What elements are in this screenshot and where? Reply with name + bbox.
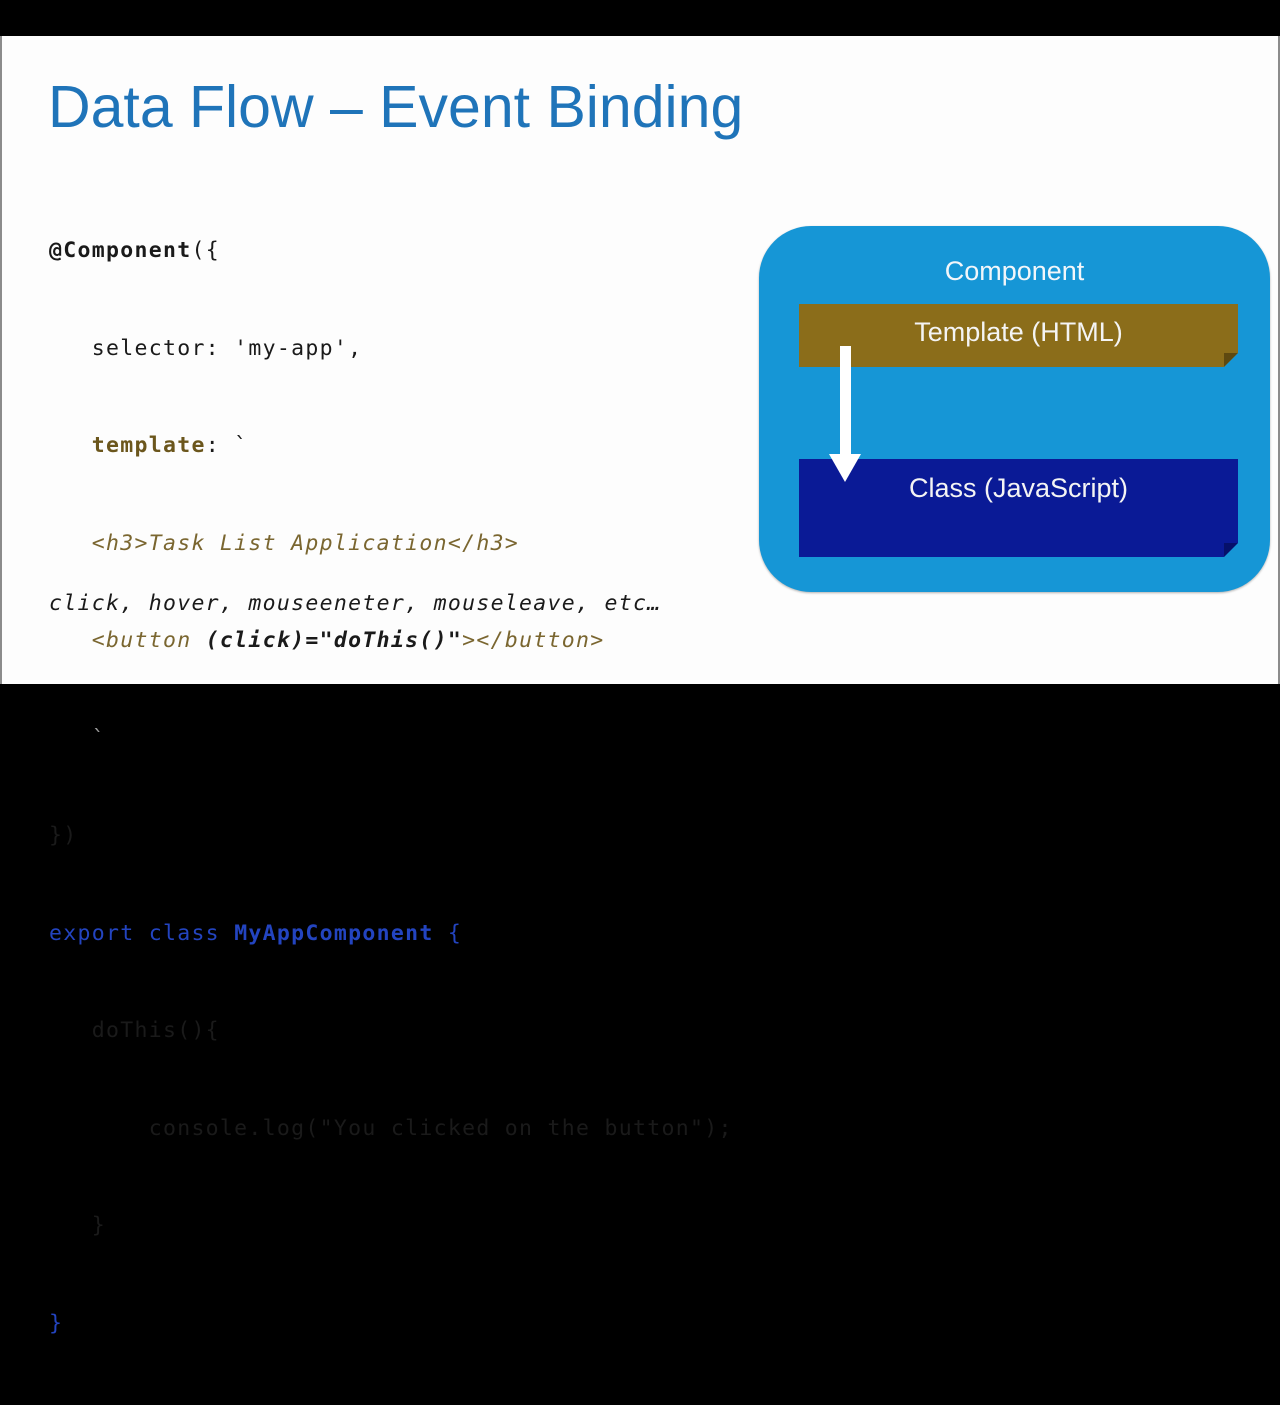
code-line-12: } [49, 1310, 64, 1336]
button-close-tag: ></button> [462, 628, 605, 653]
slide-title: Data Flow – Event Binding [48, 74, 744, 140]
template-label: Template (HTML) [914, 317, 1123, 347]
folded-corner [1224, 543, 1238, 557]
class-label: Class (JavaScript) [908, 473, 1129, 503]
events-note: click, hover, mouseeneter, mouseleave, e… [49, 591, 662, 616]
code-line-1: @Component({ [49, 235, 733, 268]
component-label: Component [944, 256, 1085, 286]
indent [49, 628, 92, 653]
button-open-tag: <button [91, 628, 206, 653]
code-line-5: <button (click)="doThis()"></button> [49, 625, 733, 658]
class-name: MyAppComponent [234, 920, 434, 946]
code-line-6: ` [49, 725, 106, 751]
indent [49, 433, 92, 458]
code-line-4: <h3>Task List Application</h3> [49, 530, 520, 556]
folded-corner [1224, 353, 1238, 367]
code-line-8: export class MyAppComponent { [49, 918, 733, 951]
slide: Data Flow – Event Binding @Component({ s… [0, 36, 1280, 1336]
code-line-7: }) [49, 823, 78, 848]
code-text: { [433, 920, 463, 946]
code-line-9: doThis(){ [49, 1018, 220, 1043]
template-key: template [91, 433, 206, 458]
code-line-10: console.log("You clicked on the button")… [49, 1115, 733, 1141]
code-line-3: template: ` [49, 430, 733, 463]
export-keyword: export class [49, 920, 235, 946]
code-block: @Component({ selector: 'my-app', templat… [49, 170, 733, 1405]
component-diagram: Component Template (HTML) Class (JavaScr… [759, 226, 1270, 592]
code-text: ({ [191, 238, 220, 263]
arrow-head-icon [829, 454, 861, 482]
template-box: Template (HTML) [799, 304, 1238, 367]
class-box: Class (JavaScript) [799, 459, 1238, 557]
click-binding: (click)="doThis()" [205, 628, 463, 653]
code-line-11: } [49, 1213, 106, 1238]
down-arrow-icon [840, 346, 851, 458]
code-text: : ` [205, 433, 249, 458]
code-line-2: selector: 'my-app', [49, 335, 363, 361]
decorator: @Component [49, 238, 192, 263]
